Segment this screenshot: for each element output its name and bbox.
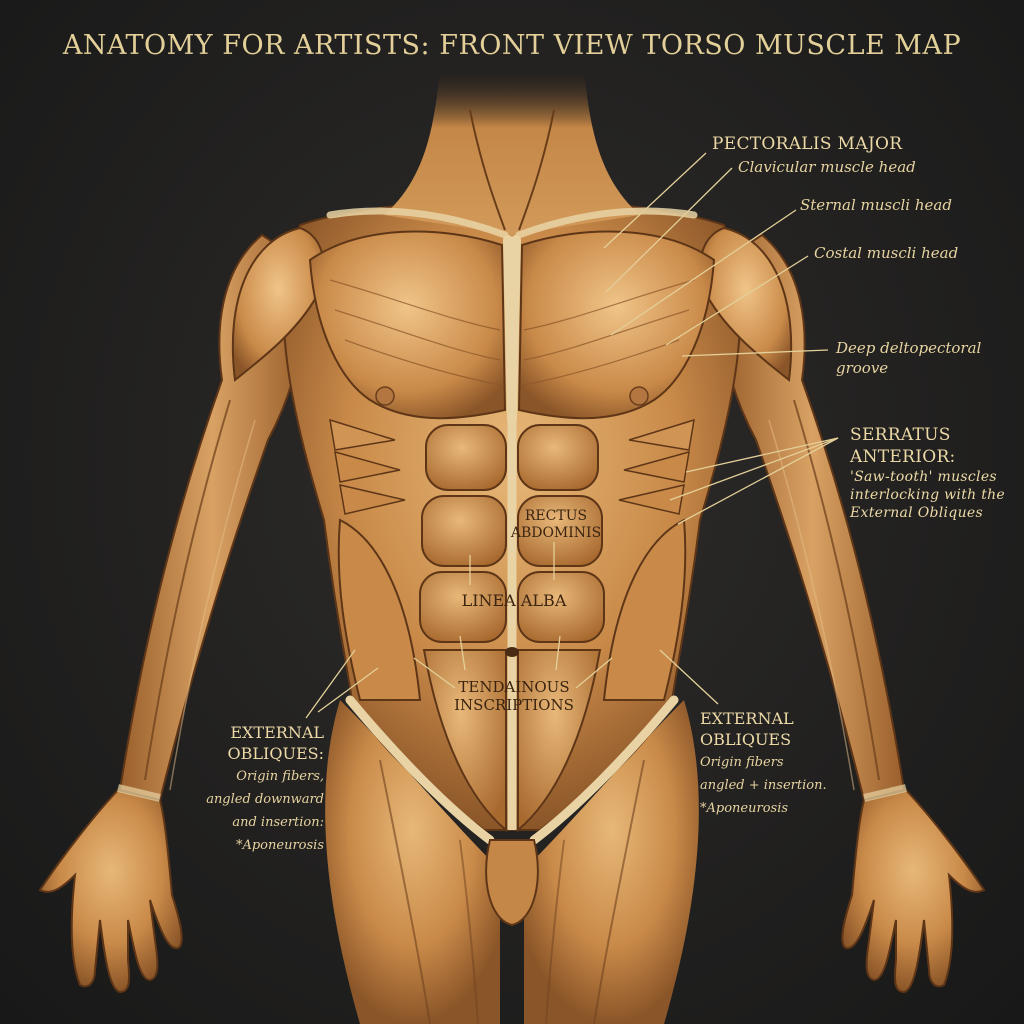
label-obliques-left-desc3: and insertion: <box>232 815 324 830</box>
label-serratus-anterior: SERRATUS ANTERIOR: 'Saw-tooth' muscles i… <box>850 424 1005 522</box>
label-serratus-line1: SERRATUS <box>850 425 951 445</box>
label-obliques-left-desc2: angled downward <box>206 792 324 807</box>
label-serratus-desc3: External Obliques <box>850 505 983 521</box>
sternum <box>503 235 521 421</box>
pelvis <box>485 839 539 927</box>
label-serratus-desc2: interlocking with the <box>850 487 1006 503</box>
label-obliques-left-line2: OBLIQUES: <box>227 744 324 763</box>
label-pectoralis-major: PECTORALIS MAJOR <box>712 134 903 154</box>
right-arm <box>719 233 986 994</box>
label-groove-line1: Deep deltopectoral <box>836 339 982 357</box>
neck <box>384 70 640 235</box>
label-groove-line2: groove <box>836 359 889 377</box>
label-obliques-right-desc3: *Aponeurosis <box>700 801 789 816</box>
label-costal-head: Costal muscli head <box>814 244 959 262</box>
rectus-abdominis <box>419 424 605 833</box>
label-serratus-line2: ANTERIOR: <box>850 447 956 467</box>
inguinal-ligament <box>345 695 679 845</box>
label-serratus-desc1: 'Saw-tooth' muscles <box>850 469 997 485</box>
label-sternal-head: Sternal muscli head <box>800 196 952 214</box>
label-obliques-right-desc1: Origin fibers <box>700 755 784 770</box>
label-obliques-right-desc2: angled + insertion. <box>700 778 827 793</box>
label-obliques-right-line1: EXTERNAL <box>700 709 794 728</box>
serratus-anterior <box>329 418 695 515</box>
pectoralis-major <box>308 230 716 420</box>
label-obliques-left-line1: EXTERNAL <box>230 723 324 742</box>
label-external-obliques-right: EXTERNAL OBLIQUES Origin fibers angled +… <box>700 708 840 819</box>
label-linea-alba: LINEA ALBA <box>461 591 567 610</box>
label-tendinous-line2: INSCRIPTIONS <box>454 696 574 714</box>
page-title: ANATOMY FOR ARTISTS: FRONT VIEW TORSO MU… <box>62 30 962 61</box>
label-rectus-line2: ABDOMINIS <box>510 525 602 541</box>
label-obliques-right-line2: OBLIQUES <box>700 730 792 749</box>
label-obliques-left-desc1: Origin fibers, <box>236 769 324 784</box>
thighs <box>325 700 699 1024</box>
label-deltopectoral-groove: Deep deltopectoral groove <box>836 338 981 378</box>
label-rectus-abdominis: RECTUS ABDOMINIS <box>508 508 604 542</box>
label-external-obliques-left: EXTERNAL OBLIQUES: Origin fibers, angled… <box>176 722 324 856</box>
label-rectus-line1: RECTUS <box>524 508 588 524</box>
left-arm <box>38 233 305 994</box>
label-tendinous-inscriptions: TENDAINOUS INSCRIPTIONS <box>440 678 588 714</box>
label-tendinous-line1: TENDAINOUS <box>458 678 570 696</box>
leader-lines <box>305 152 839 719</box>
label-obliques-left-desc4: *Aponeurosis <box>235 838 324 853</box>
clavicles <box>326 207 698 239</box>
label-clavicular-head: Clavicular muscle head <box>738 158 916 176</box>
navel <box>505 647 519 657</box>
deltoids <box>231 226 793 382</box>
